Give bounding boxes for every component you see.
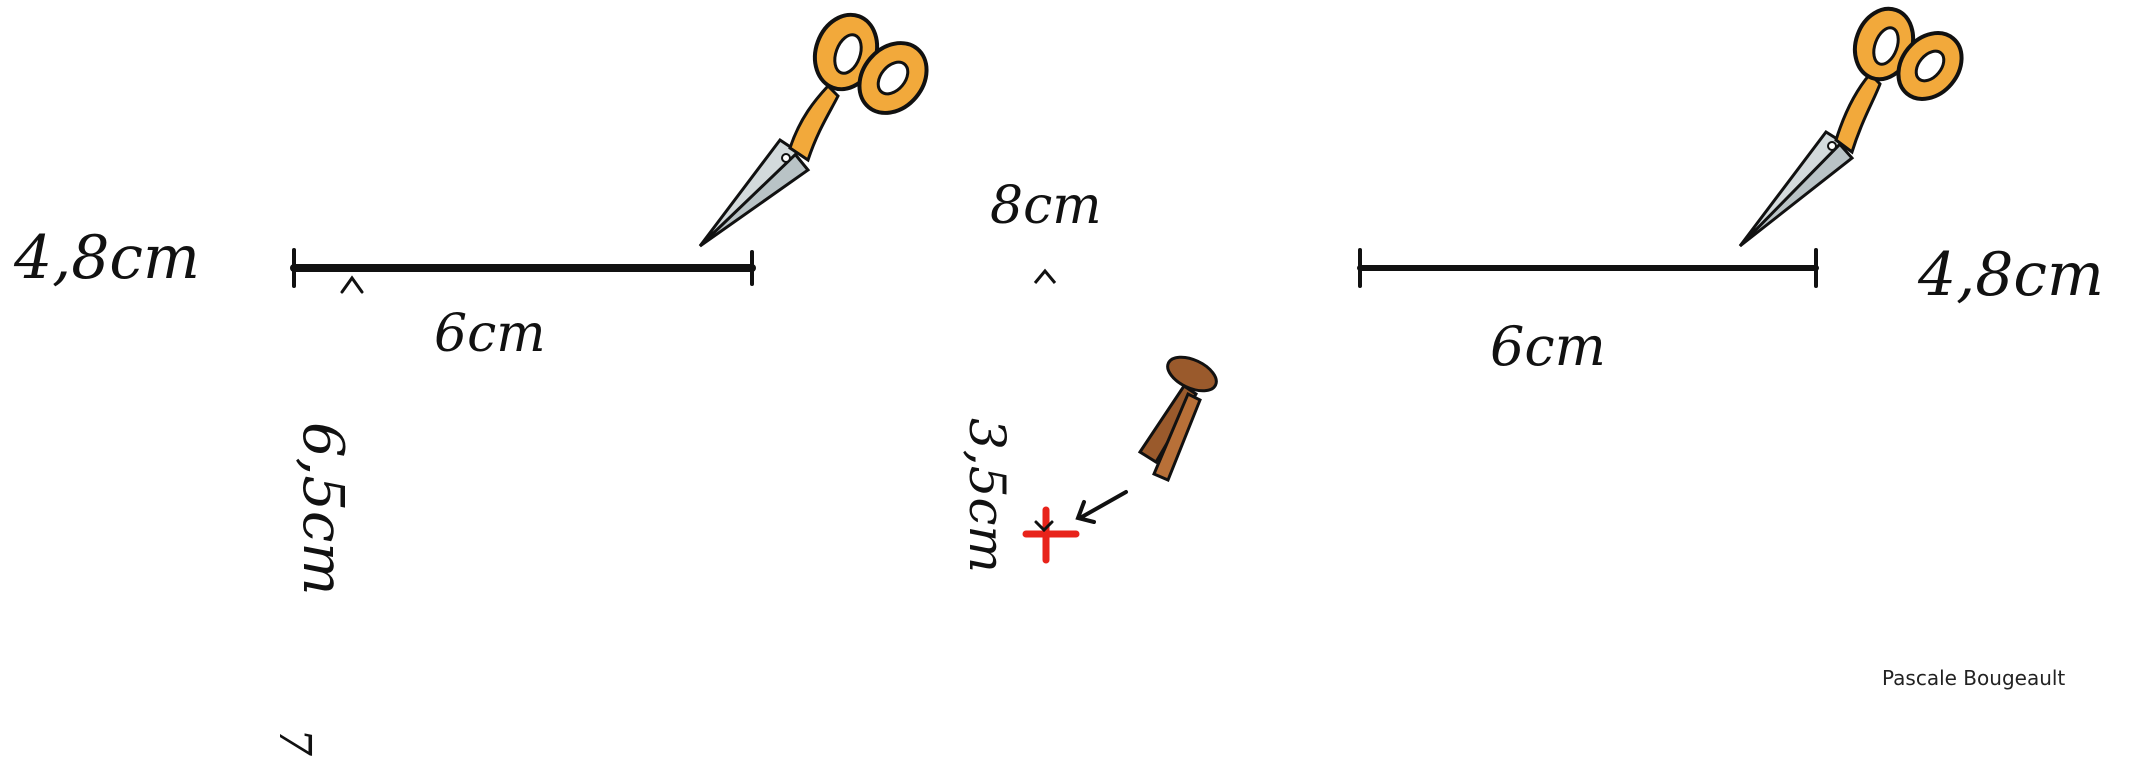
center-fold-label: 3,5cm	[958, 418, 1016, 573]
paper-fastener-icon	[1137, 355, 1218, 482]
left-length-label: 6cm	[434, 304, 546, 364]
cross-mark-icon	[1022, 506, 1080, 564]
arrow-icon	[1075, 490, 1128, 524]
left-measure-line	[290, 248, 756, 294]
right-width-label: 4,8cm	[1918, 240, 2104, 310]
center-top-label: 8cm	[990, 176, 1102, 236]
left-width-label: 4,8cm	[14, 223, 200, 293]
center-caret-mark	[1033, 268, 1057, 284]
right-measure-line	[1357, 248, 1819, 288]
author-credit: Pascale Bougeault	[1882, 666, 2066, 690]
scissors-icon	[1738, 6, 1964, 248]
left-fold-label: 6,5cm	[290, 422, 355, 596]
bottom-fragment-label: 7	[269, 728, 320, 756]
right-length-label: 6cm	[1490, 315, 1606, 378]
scissors-icon	[698, 12, 929, 248]
